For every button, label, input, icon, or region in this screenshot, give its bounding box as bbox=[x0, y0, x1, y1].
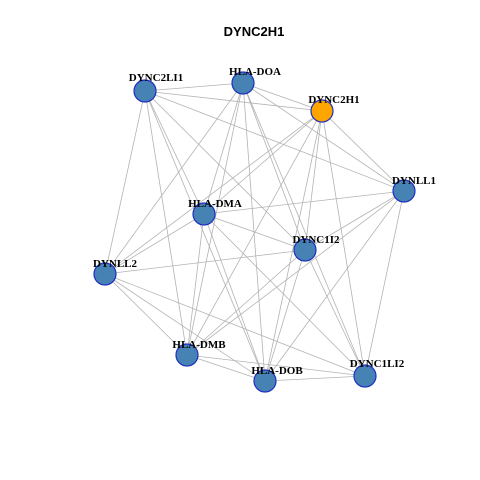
node-hla-dob[interactable] bbox=[253, 369, 277, 393]
edges-layer bbox=[104, 82, 405, 382]
edge-dync2li1-hla-dma bbox=[144, 90, 205, 215]
node-dync1li2[interactable] bbox=[353, 364, 377, 388]
node-label-hla-dma: HLA-DMA bbox=[188, 198, 242, 210]
edge-hla-dma-dync1li2 bbox=[203, 213, 366, 377]
edge-hla-doa-hla-dma bbox=[203, 82, 244, 215]
edge-hla-dma-hla-dmb bbox=[186, 213, 205, 356]
node-dync2li1[interactable] bbox=[133, 79, 157, 103]
edge-hla-dma-dync1i2 bbox=[203, 213, 306, 251]
node-label-dync2li1: DYNC2LI1 bbox=[129, 72, 183, 84]
edge-dync2h1-hla-dmb bbox=[186, 110, 323, 356]
edge-dync1i2-hla-dob bbox=[264, 249, 306, 382]
node-hla-dma[interactable] bbox=[192, 202, 216, 226]
edge-hla-dma-dynll2 bbox=[104, 213, 205, 275]
edge-dynll1-hla-dma bbox=[203, 190, 405, 215]
node-dync1i2[interactable] bbox=[293, 238, 317, 262]
node-label-hla-doa: HLA-DOA bbox=[229, 66, 281, 78]
edge-dynll1-dync1li2 bbox=[364, 190, 405, 377]
node-dynll2[interactable] bbox=[93, 262, 117, 286]
edge-hla-doa-dync1li2 bbox=[242, 82, 366, 377]
edge-dync2h1-dynll1 bbox=[321, 110, 405, 192]
edge-dync2li1-dynll1 bbox=[144, 90, 405, 192]
edge-dync2li1-hla-doa bbox=[144, 82, 244, 92]
edge-hla-doa-dync2h1 bbox=[242, 82, 323, 112]
edge-hla-dma-hla-dob bbox=[203, 213, 266, 382]
edge-dync2h1-hla-dma bbox=[203, 110, 323, 215]
edge-hla-doa-dynll2 bbox=[104, 82, 244, 275]
node-label-dync1li2: DYNC1LI2 bbox=[350, 358, 405, 370]
node-label-dync1i2: DYNC1I2 bbox=[292, 234, 340, 246]
node-hla-dmb[interactable] bbox=[175, 343, 199, 367]
edge-hla-doa-dync1i2 bbox=[242, 82, 306, 251]
node-hla-doa[interactable] bbox=[231, 71, 255, 95]
node-label-hla-dmb: HLA-DMB bbox=[172, 339, 226, 351]
node-label-dync2h1: DYNC2H1 bbox=[308, 94, 359, 106]
node-label-dynll1: DYNLL1 bbox=[392, 175, 436, 187]
edge-hla-dob-dync1li2 bbox=[264, 375, 366, 382]
graph-title: DYNC2H1 bbox=[224, 24, 285, 39]
edge-dync2li1-dync2h1 bbox=[144, 90, 323, 112]
node-label-hla-dob: HLA-DOB bbox=[251, 365, 303, 377]
edge-hla-dmb-dync1li2 bbox=[186, 354, 366, 377]
edge-dync2h1-dync1li2 bbox=[321, 110, 366, 377]
edge-dync2li1-dynll2 bbox=[104, 90, 146, 275]
edge-dync2h1-dync1i2 bbox=[304, 110, 323, 251]
edge-dync1i2-hla-dmb bbox=[186, 249, 306, 356]
edge-dynll1-hla-dob bbox=[264, 190, 405, 382]
edge-dync1i2-dync1li2 bbox=[304, 249, 366, 377]
node-dync2h1[interactable] bbox=[310, 99, 334, 123]
edge-hla-doa-dynll1 bbox=[242, 82, 405, 192]
edge-hla-dmb-hla-dob bbox=[186, 354, 266, 382]
node-label-dynll2: DYNLL2 bbox=[93, 258, 138, 270]
node-dynll1[interactable] bbox=[392, 179, 416, 203]
edge-dync2li1-hla-dmb bbox=[144, 90, 188, 356]
edge-dynll2-hla-dmb bbox=[104, 273, 188, 356]
edge-dync1i2-dynll2 bbox=[104, 249, 306, 275]
edge-dync2li1-hla-dob bbox=[144, 90, 266, 382]
edge-dynll2-dync1li2 bbox=[104, 273, 366, 377]
edge-dynll1-hla-dmb bbox=[186, 190, 405, 356]
edge-dynll1-dync1i2 bbox=[304, 190, 405, 251]
nodes-layer bbox=[93, 71, 416, 393]
edge-dynll2-hla-dob bbox=[104, 273, 266, 382]
edge-dync2h1-dynll2 bbox=[104, 110, 323, 275]
